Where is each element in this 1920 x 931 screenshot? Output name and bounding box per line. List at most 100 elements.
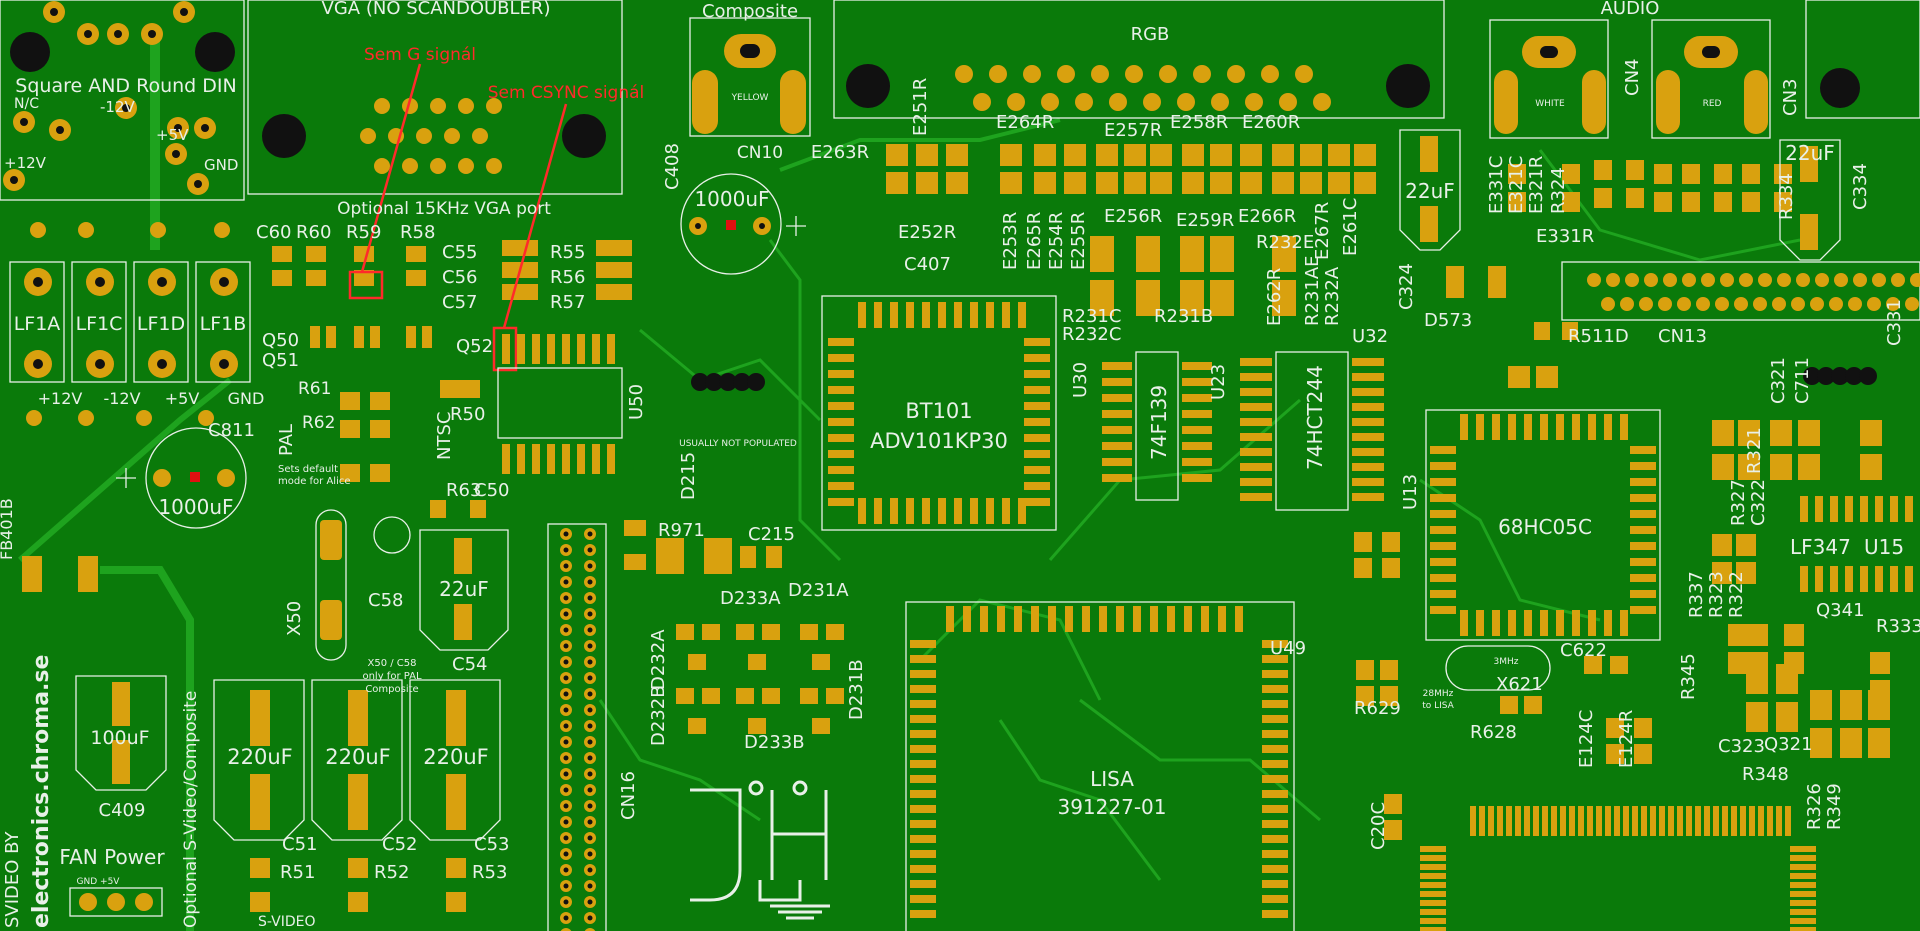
ref-c409: C409 <box>99 800 146 821</box>
chip-lisa-num: 391227-01 <box>1057 795 1166 819</box>
label-not-populated: USUALLY NOT POPULATED <box>679 439 797 449</box>
ref-r321: R321 <box>1744 427 1765 474</box>
lf-pin-gnd: GND <box>228 389 265 408</box>
ref-e331r: E331R <box>1536 226 1594 247</box>
val-cap220c: 220uF <box>423 745 488 769</box>
ref-e251r: E251R <box>910 78 931 136</box>
din-m12: -12V <box>100 98 135 116</box>
ref-r348: R348 <box>1742 764 1789 785</box>
sem-g-annotation: Sem G signál <box>364 45 476 65</box>
label-x50-note1: X50 / C58 <box>367 658 416 669</box>
val-cap1000a: 1000uF <box>694 187 769 211</box>
ref-c57: C57 <box>442 292 477 313</box>
din-section <box>0 0 245 201</box>
ref-q321: Q321 <box>1764 734 1813 755</box>
ref-u30: U30 <box>1070 362 1091 398</box>
ref-pal: PAL <box>276 424 297 456</box>
ref-r63: R63 <box>446 480 481 501</box>
ref-e256r: E256R <box>1104 206 1162 227</box>
label-mode-alice: mode for Alice <box>278 476 351 487</box>
ref-r337: R337 <box>1686 571 1707 618</box>
ref-r333: R333 <box>1876 616 1920 637</box>
label-yellow: YELLOW <box>731 93 769 103</box>
ref-e255r: E255R <box>1068 212 1089 270</box>
ref-r60: R60 <box>296 222 331 243</box>
ref-e253r: E253R <box>1000 212 1021 270</box>
ref-r629: R629 <box>1354 698 1401 719</box>
composite-jack <box>689 17 811 137</box>
fan-header <box>69 887 163 917</box>
ref-r327: R327 <box>1728 479 1749 526</box>
ref-e266r: E266R <box>1238 206 1296 227</box>
ref-e264r: E264R <box>996 112 1054 133</box>
electrolytics <box>75 129 1841 841</box>
ref-u50: U50 <box>626 384 647 420</box>
din-p5: +5V <box>156 126 189 144</box>
cn13-header <box>1561 261 1920 321</box>
cap-1000uF-a <box>680 173 806 275</box>
ref-e259r: E259R <box>1176 210 1234 231</box>
ref-r231c: R231C <box>1062 306 1121 327</box>
chip-lf347: LF347 <box>1790 535 1851 559</box>
lf-pin-5: +5V <box>165 389 200 408</box>
ref-c20c: C20C <box>1368 802 1389 850</box>
ref-u23: U23 <box>1208 364 1229 400</box>
ref-e260r: E260R <box>1242 112 1300 133</box>
ref-r62: R62 <box>302 413 335 433</box>
ref-c51: C51 <box>282 834 317 855</box>
label-28mhz: 28MHz <box>1423 689 1454 699</box>
ref-r345: R345 <box>1678 653 1699 700</box>
chip-adv: ADV101KP30 <box>870 429 1008 453</box>
audio-jacks <box>1489 0 1920 139</box>
ref-c56: C56 <box>442 267 477 288</box>
label-fan-power: FAN Power <box>59 845 165 869</box>
cap-1000uF-b <box>116 427 247 529</box>
ref-c54: C54 <box>452 654 487 675</box>
ref-cn16: CN16 <box>618 771 639 820</box>
label-brand: electronics.chroma.se <box>29 655 54 928</box>
ref-r323: R323 <box>1706 571 1727 618</box>
ref-e331c: E331C <box>1486 156 1507 214</box>
crystal-x50 <box>315 509 411 661</box>
pointer-csync <box>502 103 568 329</box>
lf-filters <box>9 222 251 426</box>
chip-bt101: BT101 <box>905 399 972 423</box>
ref-e261c: E261C <box>1340 198 1361 256</box>
label-svideo: S-VIDEO <box>258 914 315 930</box>
ref-r53: R53 <box>472 862 507 883</box>
ref-e321c: E321C <box>1506 156 1527 214</box>
ref-r511d: R511D <box>1568 326 1629 347</box>
ref-r231ae: R231AE <box>1302 255 1323 326</box>
ref-e124r: E124R <box>1616 710 1637 768</box>
lf1a: LF1A <box>14 313 61 335</box>
ref-c53: C53 <box>474 834 509 855</box>
ref-c408: C408 <box>662 143 683 190</box>
composite-header: Composite <box>702 1 798 22</box>
ref-d233b: D233B <box>744 732 805 753</box>
ref-r324: R324 <box>1548 167 1569 214</box>
logic-chips <box>1102 351 1384 511</box>
ref-cn10: CN10 <box>737 143 783 163</box>
ref-e254r: E254R <box>1046 212 1067 270</box>
ref-c334: C334 <box>1850 163 1871 210</box>
smd-pads <box>22 144 1890 912</box>
ref-u13: U13 <box>1400 474 1421 510</box>
ref-e263r: E263R <box>811 142 869 163</box>
ref-c55: C55 <box>442 242 477 263</box>
ref-r628: R628 <box>1470 722 1517 743</box>
ref-r52: R52 <box>374 862 409 883</box>
lf347-chip <box>1800 496 1913 592</box>
label-to-lisa: to LISA <box>1422 701 1454 711</box>
label-x50-note2: only for PAL <box>362 671 421 682</box>
label-3mhz: 3MHz <box>1494 657 1519 667</box>
val-cap100: 100uF <box>90 727 149 749</box>
val-cap22a: 22uF <box>1405 179 1455 203</box>
ref-q341: Q341 <box>1816 600 1865 621</box>
ref-r326: R326 <box>1804 783 1825 830</box>
ref-ntsc: NTSC <box>434 412 455 460</box>
ad724-chip <box>497 334 623 474</box>
chip-68hc05c: 68HC05C <box>1498 515 1592 539</box>
ref-x621: X621 <box>1496 674 1543 695</box>
